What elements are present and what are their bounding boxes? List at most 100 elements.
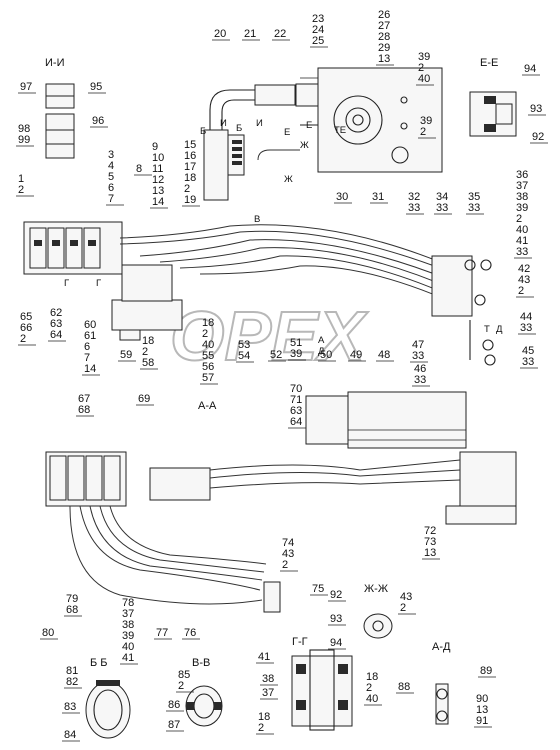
filter-housing [121,264,173,302]
callout-number: 47 [412,339,424,351]
callout-number: 80 [42,627,54,639]
lower-filter [149,467,211,501]
callout-number: 33 [468,202,480,214]
callout-69: 69 [136,393,154,406]
callout-number: 37 [122,608,134,620]
callout-number: 86 [168,699,180,711]
callout-number: 40 [418,73,430,85]
callout-number: 11 [152,163,163,175]
callout-number: 67 [78,393,90,405]
detail-vv [185,685,223,727]
callout-number: 37 [262,687,274,699]
callout-number: 2 [184,183,190,195]
callout-number: 16 [184,150,196,162]
callout-76: 76 [182,627,200,640]
callout-number: 14 [152,196,164,208]
callout-number: 18 [142,335,154,347]
callout-number: 28 [378,31,390,43]
callout-number: 13 [152,185,164,197]
callout-number: 8 [136,163,142,175]
callout-number: 2 [366,682,372,694]
callout-number: 3 [108,149,114,161]
callout-number: 2 [142,346,148,358]
callout-number: 46 [414,363,426,375]
lower-bracket [445,505,517,525]
callout-88: 88 [396,681,414,694]
callout-number: 68 [78,404,90,416]
callout-number: 93 [530,103,542,115]
callout-number: 31 [372,191,384,203]
callout-number: 65 [20,311,32,323]
small-line [257,149,300,161]
callout-number: 41 [258,651,270,663]
callout-number: 33 [414,374,426,386]
lower-valve-sections [49,455,121,501]
view-mark: Т [484,324,490,335]
callout-84: 84 [62,729,80,742]
tank-port-center [352,114,364,126]
callout-59: 59 [118,349,136,362]
callout-number: 33 [522,356,534,368]
callout-number: 21 [244,28,256,40]
callout-number: 14 [84,363,96,375]
callout-92: 92 [530,131,548,144]
callout-number: 25 [312,35,324,47]
view-mark: Б [236,123,242,134]
callout-number: 15 [184,139,196,151]
callout-number: 1 [18,173,24,185]
callout-number: 61 [84,330,96,342]
callout-80: 80 [40,627,58,640]
callout-38: 38 [260,673,278,686]
section-title-zhzh: Ж-Ж [364,583,388,595]
callout-number: 2 [18,184,24,196]
section-title-bb: Б Б [90,657,108,669]
callout-number: 68 [66,604,78,616]
detail-dd [435,683,449,725]
section-title-gg: Г-Г [292,636,308,648]
callout-number: 93 [330,613,342,625]
callout-number: 2 [258,722,264,734]
callout-number: 70 [290,383,302,395]
callout-number: 48 [378,349,390,361]
callout-number: 39 [418,51,430,63]
callout-number: 53 [238,339,250,351]
tank-port-inner [345,107,371,133]
callout-number: 98 [18,123,30,135]
section-title-vv: В-В [192,657,210,669]
callout-number: 34 [436,191,448,203]
callout-number: 78 [122,597,134,609]
callout-49: 49 [348,349,366,362]
callout-86: 86 [166,699,184,712]
callout-77: 77 [154,627,172,640]
callout-number: 39 [516,202,528,214]
callout-number: 40 [516,224,528,236]
callout-number: 50 [320,349,332,361]
callout-number: 81 [66,665,78,677]
callout-number: 13 [476,704,488,716]
callout-number: 75 [312,583,324,595]
fitting-stack [232,140,242,165]
callout-31: 31 [370,191,388,204]
callout-number: 2 [420,126,426,138]
callout-95: 95 [88,81,106,94]
callout-21: 21 [242,28,260,41]
callout-number: 2 [400,602,406,614]
tank-bolt-2 [400,96,408,104]
